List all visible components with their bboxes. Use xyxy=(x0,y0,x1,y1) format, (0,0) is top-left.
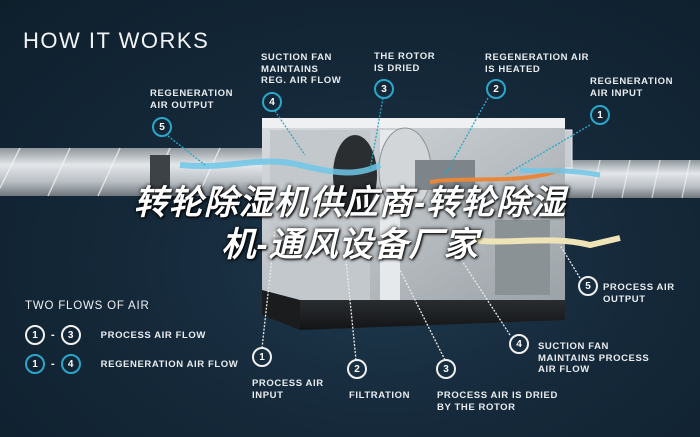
callout-label-filtration: FILTRATION xyxy=(349,390,411,401)
watermark-line-1: 转轮除湿机供应商-转轮除湿 xyxy=(133,184,567,222)
watermark-overlay: 转轮除湿机供应商-转轮除湿 机-通风设备厂家 xyxy=(70,182,630,266)
regeneration-output-duct xyxy=(0,147,275,197)
legend-badge-from: 1 xyxy=(25,325,45,345)
legend-badge-from: 1 xyxy=(25,354,45,374)
legend-dash: - xyxy=(51,329,55,341)
callout-label-regeneration-air-output: REGENERATION AIR OUTPUT xyxy=(150,88,234,111)
callout-label-process-air-input: PROCESS AIR INPUT xyxy=(252,378,324,401)
legend-dash: - xyxy=(51,358,55,370)
step-badge-process-5: 5 xyxy=(578,276,598,296)
callout-label-process-air-dried: PROCESS AIR IS DRIED BY THE ROTOR xyxy=(437,390,558,413)
legend-title: TWO FLOWS OF AIR xyxy=(25,300,150,312)
callout-label-regeneration-input: REGENERATION AIR INPUT xyxy=(590,76,674,99)
callout-label-process-air-output: PROCESS AIR OUTPUT xyxy=(603,282,675,305)
callout-label-suction-fan-process: SUCTION FAN MAINTAINS PROCESS AIR FLOW xyxy=(538,341,650,375)
callout-label-rotor-dried: THE ROTOR IS DRIED xyxy=(374,51,436,74)
step-badge-process-3: 3 xyxy=(436,359,456,379)
legend-badge-to: 4 xyxy=(60,354,81,374)
legend-label-regeneration-air-flow: REGENERATION AIR FLOW xyxy=(100,358,239,370)
process-airflow xyxy=(469,235,621,249)
callout-label-suction-fan-reg: SUCTION FAN MAINTAINS REG. AIR FLOW xyxy=(261,52,342,86)
step-badge-process-2: 2 xyxy=(347,359,367,379)
step-badge-regen-5: 5 xyxy=(152,117,172,137)
legend-badge-to: 3 xyxy=(60,325,81,345)
step-badge-process-1: 1 xyxy=(252,347,272,367)
step-badge-regen-2: 2 xyxy=(486,79,506,99)
step-badge-regen-4: 4 xyxy=(262,92,282,112)
heated-airflow xyxy=(429,168,561,184)
callout-label-regeneration-heated: REGENERATION AIR IS HEATED xyxy=(485,52,590,75)
step-badge-process-4: 4 xyxy=(509,334,529,354)
regeneration-airflow xyxy=(179,158,382,176)
step-badge-regen-3: 3 xyxy=(374,79,394,99)
legend-row-process: 1 - 3 PROCESS AIR FLOW xyxy=(25,325,206,345)
watermark-line-2: 机-通风设备厂家 xyxy=(221,226,479,264)
page-title: HOW IT WORKS xyxy=(23,28,210,53)
legend-row-regeneration: 1 - 4 REGENERATION AIR FLOW xyxy=(25,354,238,374)
legend-label-process-air-flow: PROCESS AIR FLOW xyxy=(100,329,206,341)
step-badge-regen-1: 1 xyxy=(590,105,610,125)
